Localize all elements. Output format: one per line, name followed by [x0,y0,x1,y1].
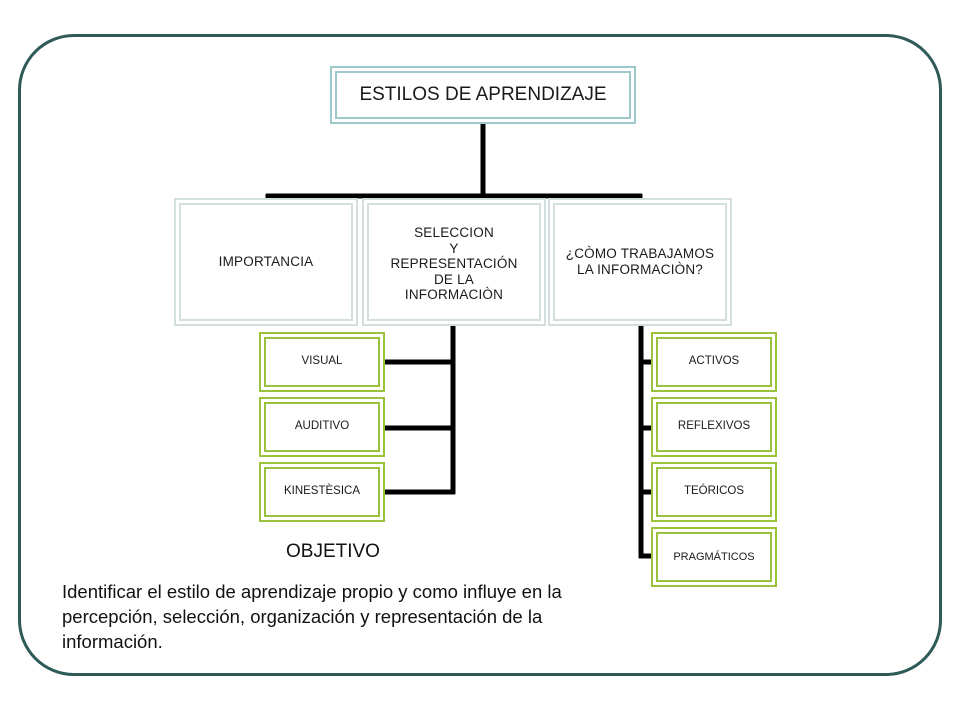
category-node-como-trabajamos: ¿CÒMO TRABAJAMOS LA INFORMACIÒN? [548,198,732,326]
category-node-seleccion: SELECCION Y REPRESENTACIÓN DE LA INFORMA… [362,198,546,326]
category-node-importancia: IMPORTANCIA [174,198,358,326]
item-node-reflexivos: REFLEXIVOS [651,397,777,457]
item-label: AUDITIVO [294,420,350,433]
category-label: SELECCION Y REPRESENTACIÓN DE LA INFORMA… [390,225,518,303]
item-node-pragmaticos: PRAGMÁTICOS [651,527,777,587]
item-label: ACTIVOS [688,355,740,368]
item-label: TEÓRICOS [683,485,745,498]
category-label: IMPORTANCIA [218,254,314,270]
item-node-activos: ACTIVOS [651,332,777,392]
objective-text: Identificar el estilo de aprendizaje pro… [62,581,562,652]
item-node-kinestesica: KINESTÈSICA [259,462,385,522]
objective-title: OBJETIVO [286,541,380,562]
item-label: REFLEXIVOS [677,420,751,433]
category-label: ¿CÒMO TRABAJAMOS LA INFORMACIÒN? [565,246,715,277]
item-label: VISUAL [301,355,343,368]
root-node: ESTILOS DE APRENDIZAJE [330,66,636,124]
item-label: PRAGMÁTICOS [673,550,755,563]
slide-frame [18,34,942,676]
root-label: ESTILOS DE APRENDIZAJE [359,84,607,106]
item-node-visual: VISUAL [259,332,385,392]
item-node-auditivo: AUDITIVO [259,397,385,457]
item-label: KINESTÈSICA [283,485,361,498]
item-node-teoricos: TEÓRICOS [651,462,777,522]
